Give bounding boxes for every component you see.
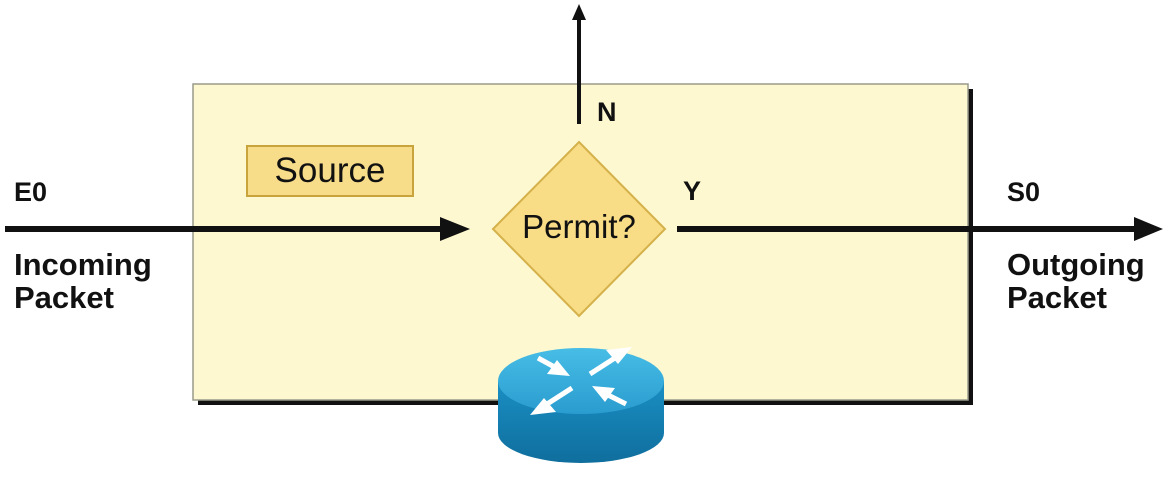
outgoing-label-line2: Packet <box>1007 280 1107 315</box>
incoming-label-line1: Incoming <box>14 247 152 282</box>
incoming-label-line2: Packet <box>14 280 114 315</box>
output-interface-label: S0 <box>1007 177 1041 207</box>
input-interface-label: E0 <box>14 177 48 207</box>
source-label: Source <box>274 151 386 190</box>
outgoing-label-line1: Outgoing <box>1007 247 1145 282</box>
router-icon <box>498 347 664 463</box>
decision-diamond <box>491 140 667 318</box>
no-branch-label: N <box>597 97 617 127</box>
outgoing-arrowhead <box>1134 217 1163 241</box>
deny-arrowhead <box>572 4 586 20</box>
incoming-arrowhead <box>440 217 470 241</box>
source-box: Source <box>246 145 414 197</box>
yes-branch-label: Y <box>683 176 702 206</box>
decision-label: Permit? <box>522 208 636 245</box>
